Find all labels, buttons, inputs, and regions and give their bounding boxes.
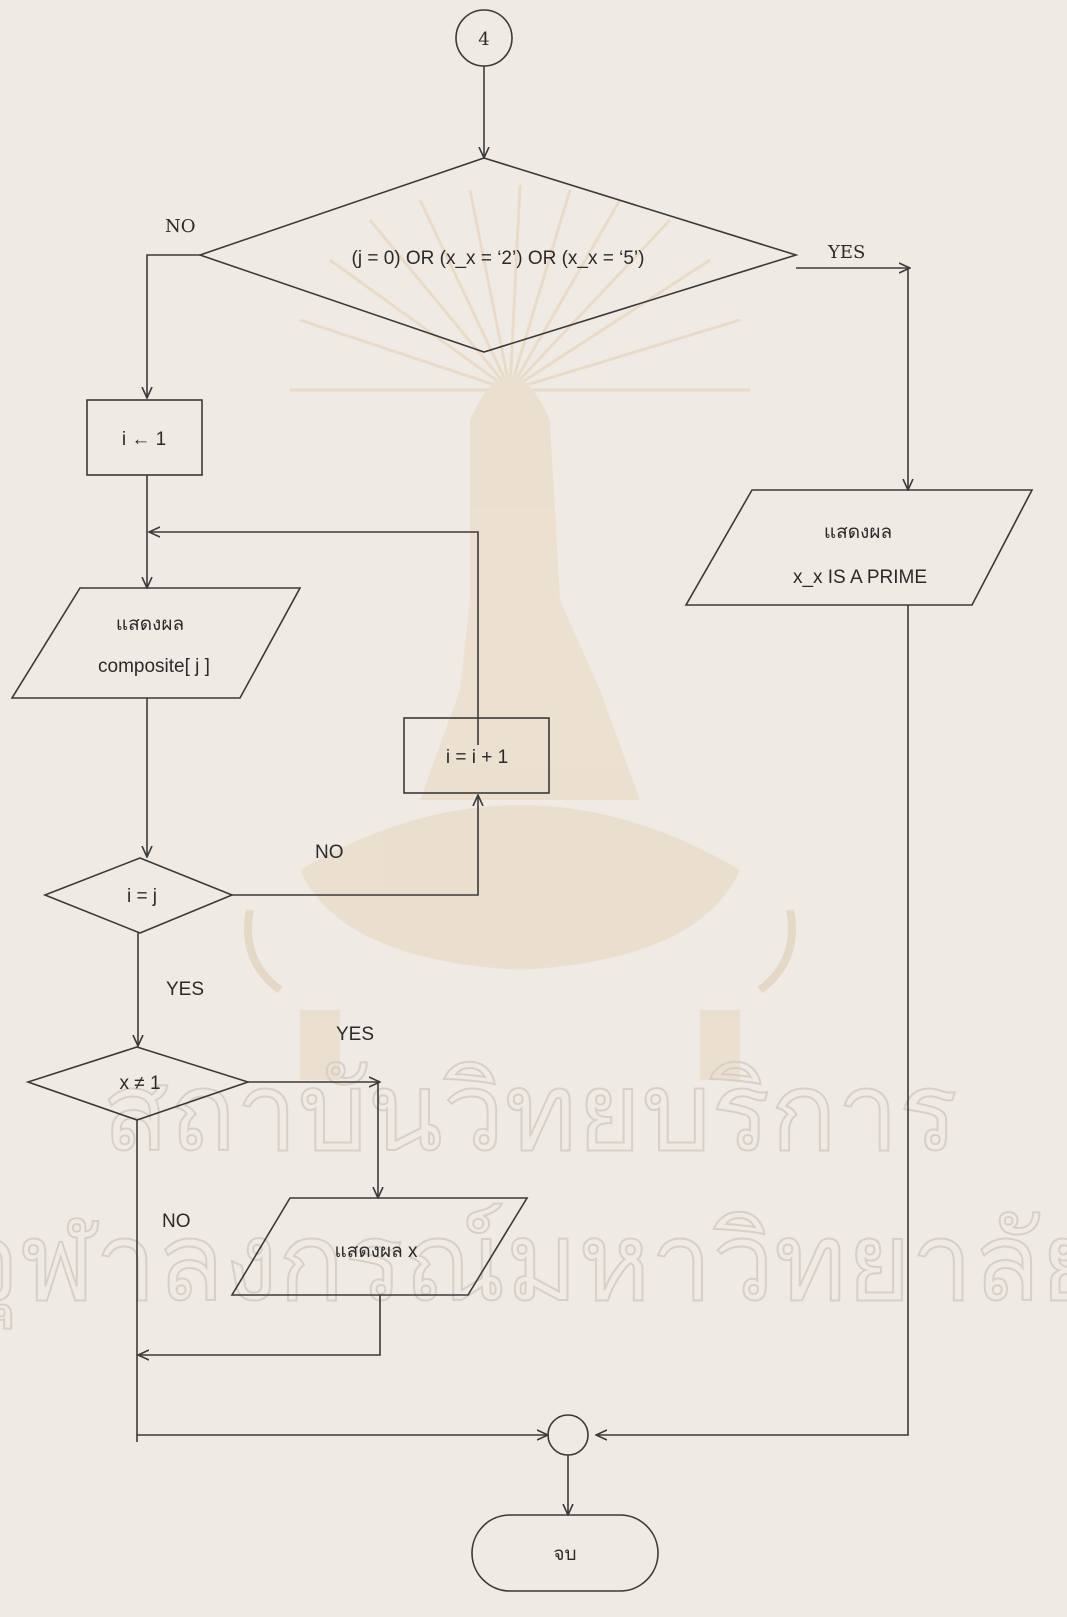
process-increment-text: i = i + 1 xyxy=(446,747,508,768)
decision-main-no-label: NO xyxy=(165,216,196,237)
decision-i-eq-j-condition: i = j xyxy=(127,886,157,907)
terminal-end-text: จบ xyxy=(553,1544,576,1565)
output-composite: แสดงผล composite[ j ] xyxy=(10,587,302,699)
process-init: i ← 1 xyxy=(86,399,203,476)
flow-arrow xyxy=(149,532,479,745)
process-init-text: i ← 1 xyxy=(122,429,166,450)
flow-arrow xyxy=(147,254,200,398)
output-composite-line1: แสดงผล xyxy=(116,614,184,635)
watermark: สถาบันวิทยบริการ จุฬาลงกรณ์มหาวิทยาลัย xyxy=(0,184,1067,1330)
watermark-emblem xyxy=(244,184,796,1080)
decision-i-eq-j-yes-label: YES xyxy=(166,979,204,1000)
flow-arrow xyxy=(138,1295,381,1355)
decision-x-ne-1-no-label: NO xyxy=(162,1211,191,1232)
output-prime-line1: แสดงผล xyxy=(824,522,892,543)
decision-main: (j = 0) OR (x_x = ‘2’) OR (x_x = ‘5’) xyxy=(197,157,799,353)
decision-main-condition: (j = 0) OR (x_x = ‘2’) OR (x_x = ‘5’) xyxy=(352,248,645,269)
connector-4-label: 4 xyxy=(478,29,489,50)
merge-connector xyxy=(547,1414,589,1456)
decision-i-eq-j-no-label: NO xyxy=(315,842,344,863)
flow-arrow xyxy=(596,605,909,1435)
decision-i-eq-j: i = j xyxy=(42,857,235,934)
watermark-line2: จุฬาลงกรณ์มหาวิทยาลัย xyxy=(0,1198,1067,1329)
process-increment: i = i + 1 xyxy=(403,717,550,794)
output-x-text: แสดงผล x xyxy=(334,1241,418,1262)
output-prime-line2: x_x IS A PRIME xyxy=(793,567,927,588)
connector-4: 4 xyxy=(455,9,513,67)
output-composite-line2: composite[ j ] xyxy=(98,656,210,677)
output-x: แสดงผล x xyxy=(230,1197,529,1296)
decision-x-ne-1-condition: x ≠ 1 xyxy=(119,1073,160,1094)
decision-main-yes-label: YES xyxy=(827,242,865,263)
output-prime: แสดงผล x_x IS A PRIME xyxy=(684,489,1034,606)
decision-x-ne-1-yes-label: YES xyxy=(336,1024,374,1045)
terminal-end: จบ xyxy=(471,1514,659,1592)
watermark-line1: สถาบันวิทยบริการ xyxy=(102,1048,958,1176)
flow-arrow xyxy=(232,795,478,896)
